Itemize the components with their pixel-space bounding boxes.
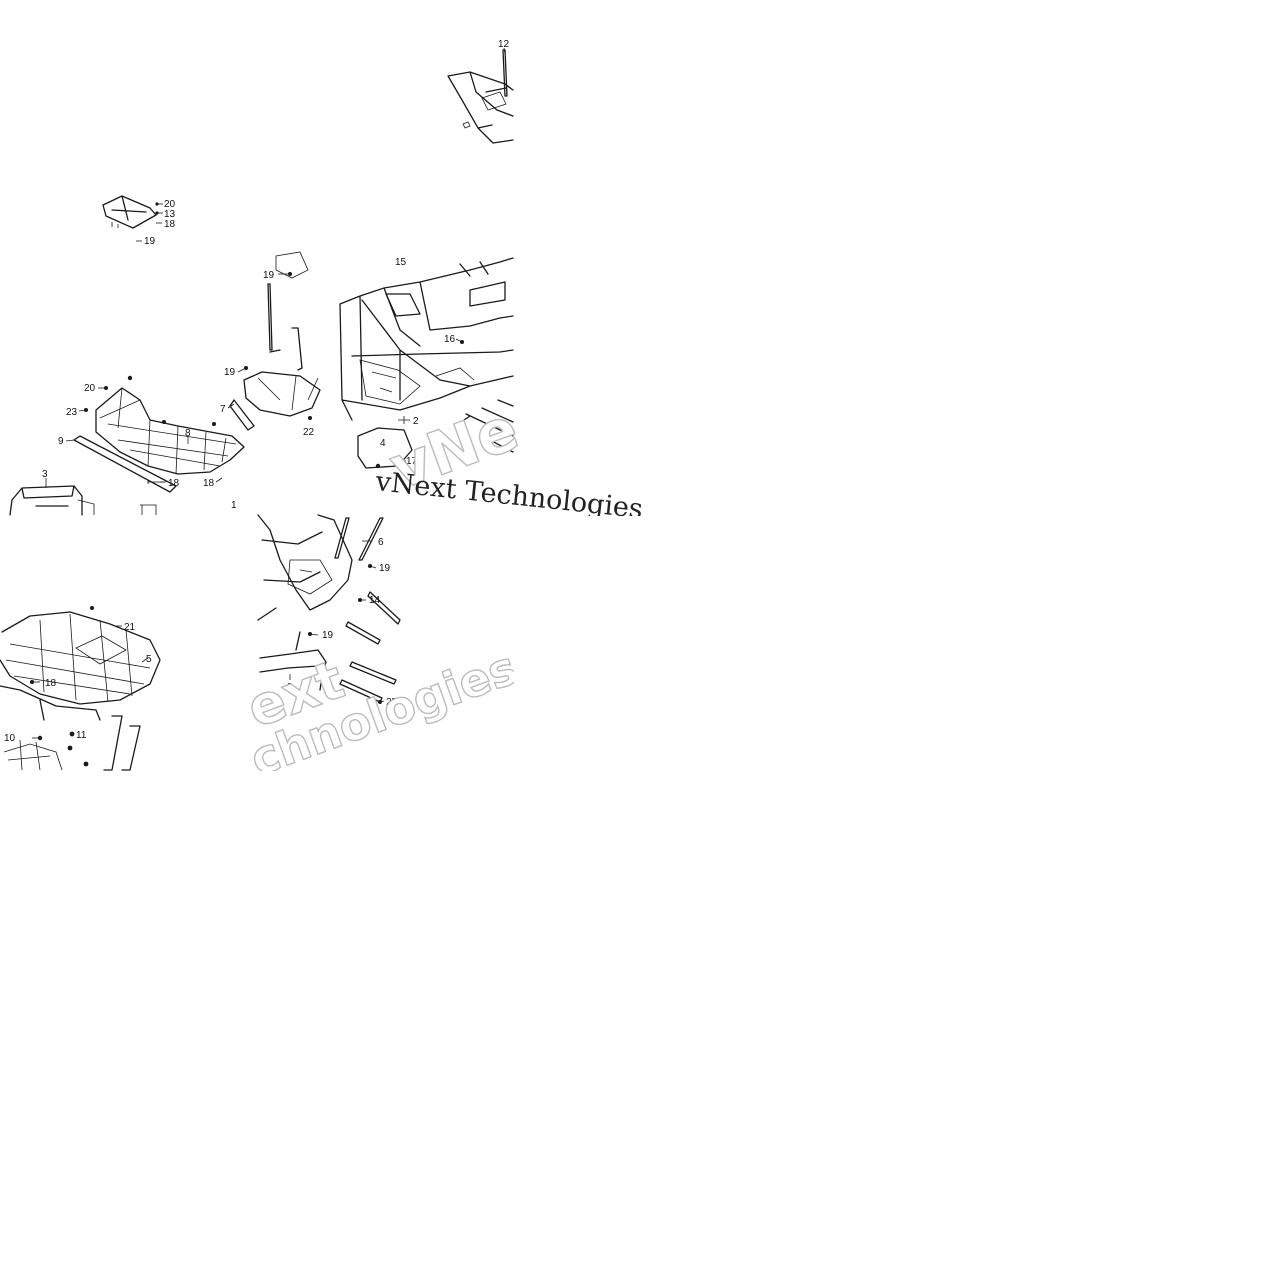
fastener-set bbox=[111, 222, 119, 228]
callout-4: 4 bbox=[380, 438, 386, 449]
watermark-vne: vNe bbox=[381, 394, 527, 504]
front-rack-grid bbox=[99, 387, 237, 475]
callout-14: 14 bbox=[369, 595, 381, 606]
tile-front-bumper bbox=[447, 49, 514, 144]
callout-15: 15 bbox=[395, 257, 407, 268]
long-bolt-6a bbox=[334, 517, 350, 559]
front-rack-crossbar-9 bbox=[73, 435, 177, 493]
tile-rear-rack bbox=[0, 606, 161, 771]
rear-rack-mount-10 bbox=[3, 739, 63, 771]
front-bumper-frame bbox=[447, 71, 514, 144]
front-rack-8 bbox=[95, 387, 245, 475]
callout-19: 19 bbox=[144, 236, 156, 247]
callout-8: 8 bbox=[185, 428, 191, 439]
callout-2: 2 bbox=[413, 416, 419, 427]
callout-leaders bbox=[32, 47, 506, 739]
callout-22: 22 bbox=[303, 427, 315, 438]
callout-1: 1 bbox=[231, 500, 237, 511]
rear-rack-grid bbox=[5, 613, 151, 703]
nut-8 bbox=[162, 420, 166, 424]
callout-9: 9 bbox=[58, 436, 64, 447]
callout-11: 11 bbox=[76, 730, 87, 741]
callout-12: 12 bbox=[498, 39, 510, 50]
frame-top-bracket bbox=[275, 251, 309, 279]
callout-18: 18 bbox=[164, 219, 176, 230]
front-frame-mount bbox=[243, 327, 321, 417]
skid-plate-4 bbox=[357, 427, 413, 469]
callout-25: 25 bbox=[386, 697, 398, 708]
nut-top bbox=[127, 375, 133, 381]
bolt-2 bbox=[398, 416, 410, 424]
callout-20: 20 bbox=[164, 199, 176, 210]
long-bolt-25a bbox=[349, 661, 397, 685]
long-bolt-14 bbox=[367, 591, 401, 625]
callout-labels: 12 20 13 18 19 19 15 16 19 20 23 7 22 2 … bbox=[4, 39, 510, 744]
callout-13: 13 bbox=[164, 209, 176, 220]
front-bumper-bracket bbox=[462, 91, 507, 129]
bolt-22 bbox=[308, 416, 312, 420]
callout-21: 21 bbox=[124, 622, 136, 633]
rear-arm-7 bbox=[229, 399, 255, 431]
rear-rack-supports bbox=[0, 685, 141, 771]
callout-5: 5 bbox=[146, 654, 152, 665]
long-bolt-19 bbox=[267, 283, 273, 351]
callout-19: 19 bbox=[263, 270, 275, 281]
tile-small-bracket bbox=[102, 195, 159, 229]
callout-18: 18 bbox=[168, 478, 180, 489]
nut-11b bbox=[67, 745, 73, 751]
lower-frame-section bbox=[257, 514, 353, 621]
main-frame-engine-bay bbox=[359, 359, 475, 405]
long-bolt-19e bbox=[345, 621, 381, 645]
mount-bracket bbox=[102, 195, 157, 229]
callout-6: 6 bbox=[378, 537, 384, 548]
nut-8b bbox=[212, 422, 216, 426]
callout-20: 20 bbox=[84, 383, 96, 394]
callout-18: 18 bbox=[203, 478, 215, 489]
callout-16: 16 bbox=[444, 334, 456, 345]
frame-bolt-stack bbox=[463, 399, 514, 453]
bolt-19b bbox=[288, 272, 292, 276]
callout-18: 18 bbox=[45, 678, 57, 689]
front-frame-arms bbox=[257, 375, 319, 411]
nut-21 bbox=[90, 606, 94, 610]
rear-bumper-3 bbox=[259, 631, 327, 691]
callout-19: 19 bbox=[322, 630, 334, 641]
lower-frame-detail bbox=[287, 559, 333, 595]
callout-3: 3 bbox=[287, 682, 293, 693]
bolt-4 bbox=[375, 463, 381, 469]
nut-11c bbox=[83, 761, 89, 767]
main-frame-upper-tubes bbox=[385, 261, 506, 317]
main-frame-15 bbox=[339, 257, 514, 421]
callout-19: 19 bbox=[224, 367, 236, 378]
tile-main-frame bbox=[229, 251, 514, 469]
callout-7: 7 bbox=[220, 404, 226, 415]
callout-10: 10 bbox=[4, 733, 16, 744]
rear-rack-5 bbox=[0, 611, 161, 705]
front-bumper-3 bbox=[9, 485, 83, 516]
bumper-brackets bbox=[77, 499, 157, 515]
callout-19: 19 bbox=[379, 563, 391, 574]
callout-3: 3 bbox=[42, 469, 48, 480]
callout-23: 23 bbox=[66, 407, 78, 418]
nut-11a bbox=[69, 731, 75, 737]
callout-17: 17 bbox=[406, 456, 418, 467]
tile-lower-frame bbox=[257, 514, 401, 704]
tile-front-rack bbox=[9, 375, 245, 516]
long-bolt-6b bbox=[358, 517, 384, 561]
